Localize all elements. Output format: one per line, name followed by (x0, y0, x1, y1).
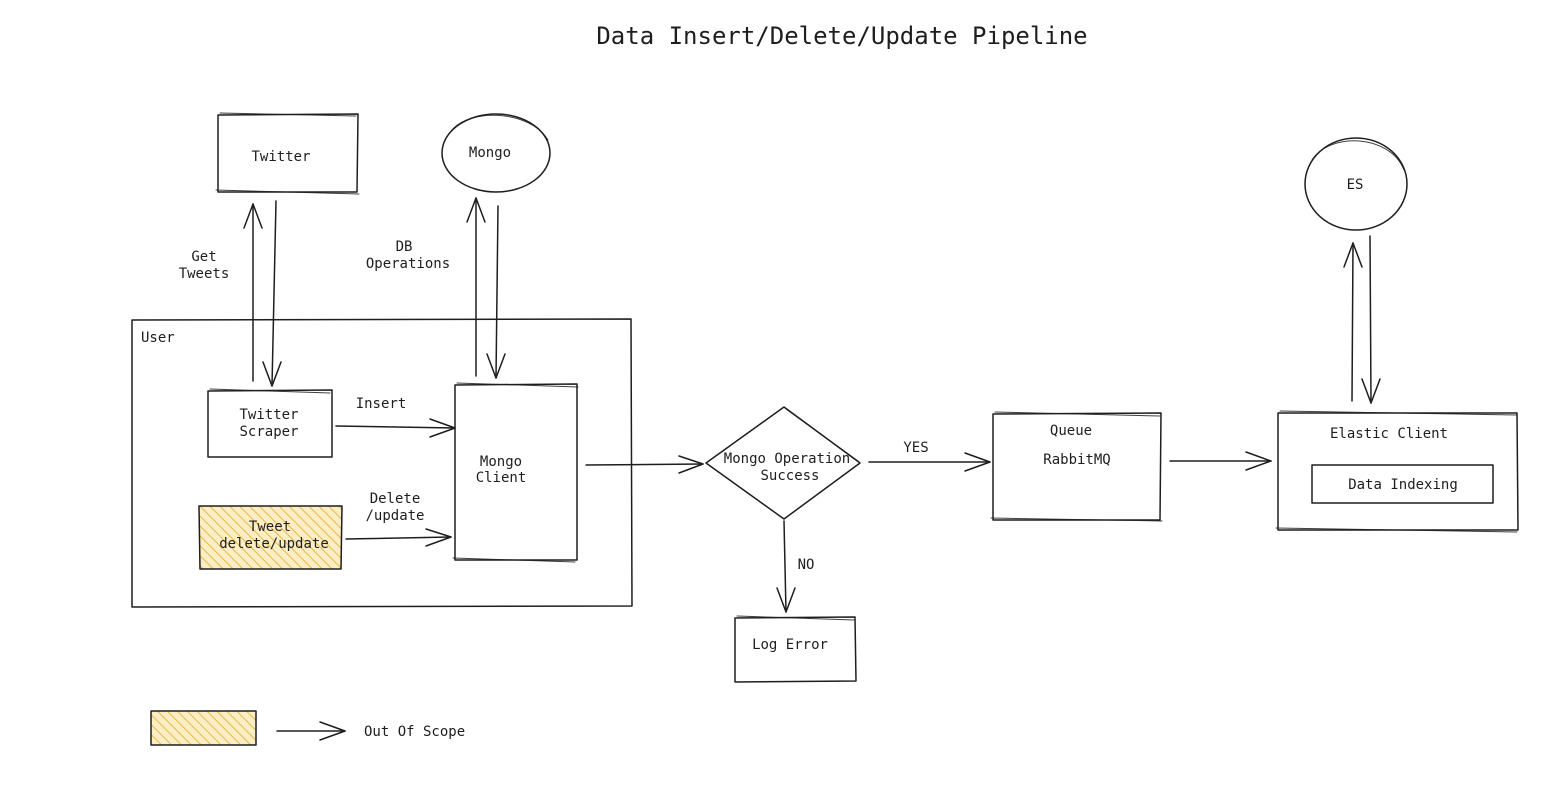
mongo-client-label-line1: Mongo (480, 454, 522, 470)
get-tweets-label-line1: Get (191, 249, 216, 265)
db-operations-arrows (466, 197, 506, 379)
twitter-scraper-label-line1: Twitter (239, 407, 298, 423)
delete-update-arrow (345, 528, 452, 547)
twitter-node: Twitter (215, 112, 360, 195)
legend-label: Out Of Scope (364, 724, 465, 740)
data-indexing-node: Data Indexing (1311, 464, 1494, 504)
yes-arrow (868, 452, 991, 472)
mongo-client-label-line2: Client (476, 470, 527, 486)
db-operations-label-line1: DB (396, 239, 413, 255)
tweet-delete-update-label-line1: Tweet (249, 519, 291, 535)
no-arrow (776, 520, 796, 613)
twitter-label: Twitter (251, 149, 310, 165)
user-group-label: User (141, 330, 175, 346)
es-node: ES (1304, 137, 1408, 231)
queue-label: Queue (1050, 423, 1092, 439)
legend-arrow (276, 721, 346, 741)
mongo-client-node: Mongo Client (452, 382, 579, 563)
queue-to-elastic-arrow (1169, 451, 1272, 471)
legend: Out Of Scope (150, 710, 465, 746)
decision-node: Mongo Operation Success (705, 406, 861, 520)
tweet-delete-update-node: Tweet delete/update (198, 505, 343, 570)
twitter-scraper-label-line2: Scraper (239, 424, 298, 440)
elastic-client-label: Elastic Client (1330, 426, 1448, 442)
no-label: NO (798, 557, 815, 573)
insert-arrow (335, 418, 456, 438)
es-arrows (1343, 235, 1381, 404)
mongo-db-label: Mongo (469, 145, 511, 161)
log-error-node: Log Error (734, 615, 857, 683)
decision-label-line2: Success (760, 468, 819, 484)
tweet-delete-update-label-line2: delete/update (219, 536, 329, 552)
mongo-db-node: Mongo (441, 113, 551, 193)
data-indexing-label: Data Indexing (1348, 477, 1458, 493)
delete-update-label-line1: Delete (370, 491, 421, 507)
insert-label: Insert (356, 396, 407, 412)
get-tweets-arrows (243, 200, 282, 387)
user-group: User (131, 318, 633, 608)
es-label: ES (1347, 177, 1364, 193)
queue-node: Queue RabbitMQ (990, 411, 1163, 522)
yes-label: YES (903, 440, 928, 456)
decision-label-line1: Mongo Operation (724, 451, 850, 467)
get-tweets-label-line2: Tweets (179, 266, 230, 282)
log-error-label: Log Error (752, 637, 828, 653)
diagram-title: Data Insert/Delete/Update Pipeline (596, 22, 1087, 50)
rabbitmq-label: RabbitMQ (1043, 452, 1110, 468)
delete-update-label-line2: /update (365, 508, 424, 524)
client-to-decision-arrow (585, 455, 704, 474)
twitter-scraper-node: Twitter Scraper (207, 388, 333, 458)
db-operations-label-line2: Operations (366, 256, 450, 272)
elastic-client-node: Elastic Client Data Indexing (1275, 410, 1519, 533)
